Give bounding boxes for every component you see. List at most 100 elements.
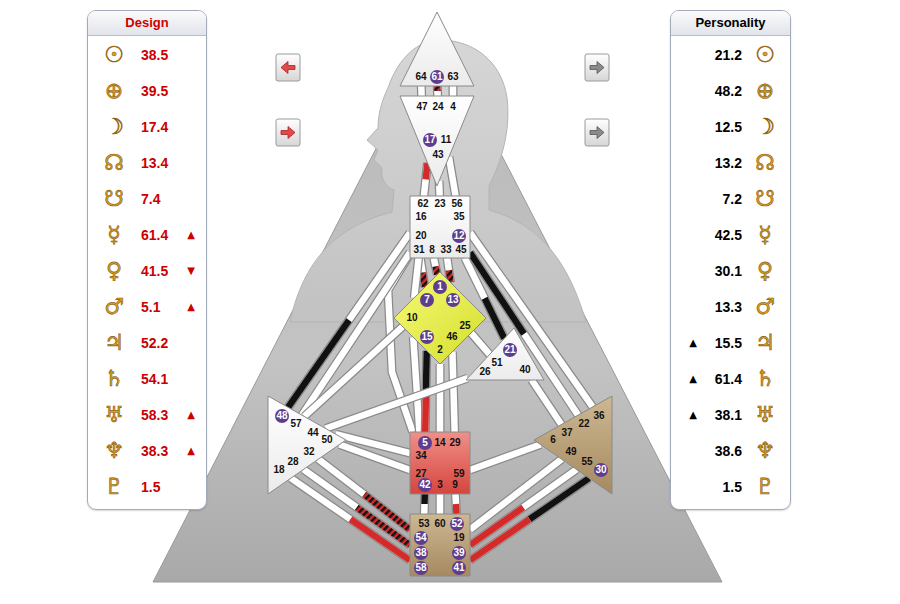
channel-fill [424, 163, 428, 196]
channel-activation [470, 519, 530, 560]
gate-value: 7.2 [723, 190, 742, 208]
channel-fill [449, 157, 456, 196]
channel [471, 333, 490, 354]
channel-activation [453, 504, 460, 514]
center-outline [410, 196, 470, 258]
active-gate-number: 7 [420, 293, 434, 307]
energy-center: 514293427594239 [410, 432, 470, 494]
channel [303, 469, 410, 545]
channel [470, 478, 589, 560]
channel-fill [470, 445, 541, 471]
gate-number: 4 [450, 102, 456, 112]
active-gate-number: 5 [418, 436, 432, 450]
active-gate-number: 52 [450, 517, 464, 531]
gate-number: 57 [290, 419, 301, 429]
gate-number: 10 [406, 313, 417, 323]
gate-value: 21.2 [715, 46, 742, 64]
channel-outline [455, 494, 456, 514]
planet-symbol: ♇ [99, 472, 129, 502]
planet-symbol: ♂ [99, 292, 129, 322]
gate-number: 22 [578, 419, 589, 429]
channel-outline [339, 445, 410, 471]
active-gate-number: 48 [275, 409, 289, 423]
active-gate-number: 12 [452, 229, 466, 243]
active-gate-number: 58 [414, 561, 428, 575]
channel [437, 86, 438, 96]
planet-symbol: ⊕ [99, 76, 129, 106]
gate-number: 20 [415, 231, 426, 241]
active-gate-number: 15 [420, 330, 434, 344]
channel [439, 181, 441, 196]
center-outline [400, 96, 474, 186]
gate-number: 9 [452, 480, 458, 490]
gate-number: 14 [434, 438, 445, 448]
channel-outline [420, 494, 430, 514]
channel-fill [437, 494, 444, 514]
gate-value: 13.4 [141, 154, 168, 172]
gate-number: 60 [434, 519, 445, 529]
channel-fill [471, 333, 490, 354]
channel-fill [303, 469, 410, 545]
energy-center: 1713102515462 [394, 272, 486, 364]
planet-symbol: ♃ [750, 328, 780, 358]
active-gate-number: 1 [433, 280, 447, 294]
energy-center: 3622376495530 [534, 396, 612, 494]
body-triangle [153, 30, 722, 582]
channel-outline [470, 253, 578, 416]
gate-value: 17.4 [141, 118, 168, 136]
planet-symbol: ♀ [99, 256, 129, 286]
channel-fill [291, 478, 410, 560]
channel-outline [447, 258, 450, 283]
center-outline [466, 328, 544, 380]
gate-value: 42.5 [715, 226, 742, 244]
gate-number: 32 [303, 447, 314, 457]
channel-activation [350, 519, 410, 560]
channel [452, 352, 454, 432]
channel-fill [452, 352, 454, 432]
gate-number: 36 [593, 411, 604, 421]
gate-value: 54.1 [141, 370, 168, 388]
active-gate-number: 54 [414, 531, 428, 545]
channel [413, 337, 419, 432]
channel-outline [449, 157, 456, 196]
gate-number: 55 [581, 457, 592, 467]
gate-number: 6 [550, 435, 556, 445]
channel [421, 86, 422, 96]
planet-symbol: ♅ [99, 400, 129, 430]
planet-symbol: ☋ [99, 184, 129, 214]
center-outline [410, 514, 470, 576]
panel-heading: Design [88, 15, 206, 31]
gate-number: 46 [446, 332, 457, 342]
planet-symbol: ♅ [750, 400, 780, 430]
channel-fill [532, 380, 562, 425]
channel [414, 258, 418, 298]
gate-value: 30.1 [715, 262, 742, 280]
active-gate-number: 39 [452, 546, 466, 560]
gate-number: 63 [447, 72, 458, 82]
gate-value: 58.3 [141, 406, 168, 424]
gate-number: 34 [415, 451, 426, 461]
channel-activation [288, 320, 349, 407]
gate-number: 3 [437, 480, 443, 490]
gate-value: 5.1 [141, 298, 160, 316]
center-outline [410, 432, 470, 494]
gate-value: 1.5 [723, 478, 742, 496]
channel [440, 494, 441, 514]
energy-center: 48574450322818 [268, 396, 346, 494]
gate-number: 51 [491, 358, 502, 368]
channel-outline [470, 445, 541, 471]
active-gate-number: 38 [414, 546, 428, 560]
nav-button [585, 119, 609, 146]
planet-symbol: ♀ [750, 256, 780, 286]
channel-fill [450, 86, 457, 96]
exaltation-arrow: ▲ [183, 300, 199, 314]
channel-fill [413, 337, 419, 432]
planet-symbol: ☊ [99, 148, 129, 178]
channel [449, 157, 456, 196]
head-silhouette [290, 40, 586, 322]
channel [532, 380, 562, 425]
planet-symbol: ♇ [750, 472, 780, 502]
planet-symbol: ☽ [750, 112, 780, 142]
planet-symbol: ☋ [750, 184, 780, 214]
gate-value: 61.4 [141, 226, 168, 244]
